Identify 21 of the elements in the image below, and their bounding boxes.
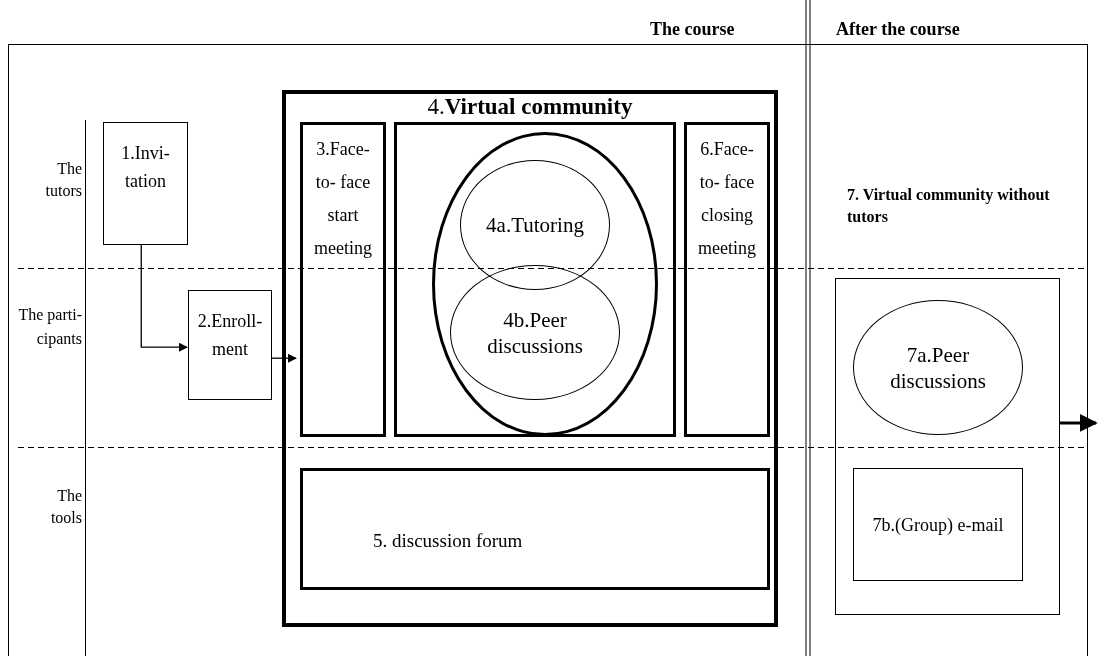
group-box bbox=[282, 90, 778, 627]
heading: 7. Virtual community without tutors bbox=[847, 185, 1051, 227]
process-box: 7b.(Group) e-mail bbox=[853, 468, 1023, 581]
meeting-box: 3.Face- to- face start meeting bbox=[300, 122, 386, 437]
process-box: 2.Enroll- ment bbox=[188, 290, 272, 400]
arrow bbox=[1060, 413, 1098, 432]
lane-label: The course bbox=[650, 18, 735, 41]
meeting-box: 6.Face- to- face closing meeting bbox=[684, 122, 770, 437]
ellipse-node: 4b.Peer discussions bbox=[450, 265, 620, 400]
ellipse-node: 7a.Peer discussions bbox=[853, 300, 1023, 435]
forum-box: 5. discussion forum bbox=[300, 468, 770, 590]
box-shape bbox=[394, 122, 676, 437]
lane-label: The tools bbox=[49, 486, 82, 528]
arrow bbox=[271, 353, 297, 363]
lane-label: The tutors bbox=[44, 159, 82, 201]
heading: 4.Virtual community bbox=[426, 94, 634, 120]
arrow bbox=[140, 244, 188, 352]
lane-label: The parti- cipants bbox=[18, 305, 82, 350]
ellipse-shape bbox=[432, 132, 658, 436]
process-box: 1.Invi- tation bbox=[103, 122, 188, 245]
lane-label: After the course bbox=[836, 18, 960, 41]
